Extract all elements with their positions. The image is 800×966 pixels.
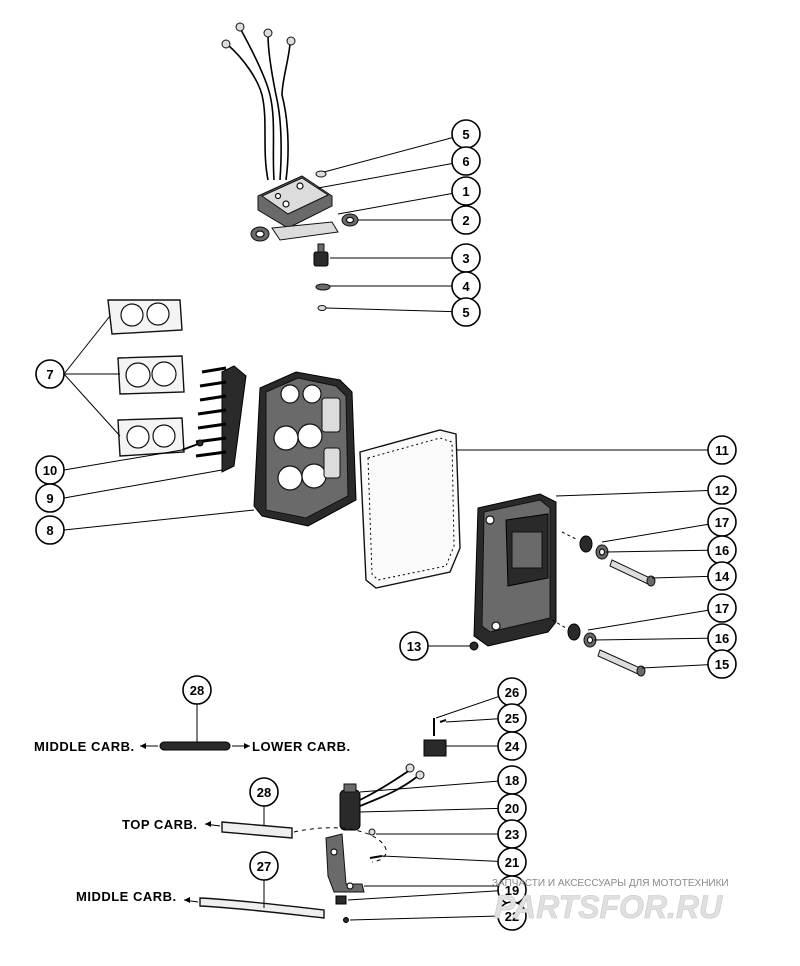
svg-text:9: 9 — [46, 491, 53, 506]
callout-18: 18 — [497, 765, 527, 795]
callout-19: 19 — [497, 875, 527, 905]
callout-4: 4 — [451, 271, 481, 301]
mount-bracket — [250, 170, 359, 311]
callout-1: 1 — [451, 176, 481, 206]
upper-bolt-set — [561, 531, 656, 587]
svg-text:24: 24 — [505, 739, 520, 754]
svg-text:26: 26 — [505, 685, 519, 700]
callout-11: 11 — [707, 435, 737, 465]
svg-text:2: 2 — [462, 213, 469, 228]
gasket-top — [107, 299, 183, 335]
callout-8: 8 — [35, 515, 65, 545]
callout-24: 24 — [497, 731, 527, 761]
svg-text:7: 7 — [46, 367, 53, 382]
svg-text:16: 16 — [715, 543, 729, 558]
callout-5: 5 — [451, 297, 481, 327]
wire-harness — [221, 22, 296, 181]
svg-text:8: 8 — [46, 523, 53, 538]
svg-text:11: 11 — [715, 443, 729, 458]
watermark-tagline: ЗАПЧАСТИ И АКСЕССУАРЫ ДЛЯ МОТОТЕХНИКИ — [492, 878, 729, 889]
svg-text:17: 17 — [715, 515, 729, 530]
reed-plate — [253, 371, 357, 527]
callout-23: 23 — [497, 819, 527, 849]
svg-text:1: 1 — [462, 184, 469, 199]
label-lower-carb: LOWER CARB. — [252, 739, 351, 754]
callout-13: 13 — [399, 631, 429, 661]
hose-middle-lower — [140, 741, 250, 751]
callout-16: 16 — [707, 535, 737, 565]
svg-text:28: 28 — [257, 785, 271, 800]
callout-9: 9 — [35, 483, 65, 513]
callout-2: 2 — [451, 205, 481, 235]
callout-17: 17 — [707, 507, 737, 537]
label-top-carb: TOP CARB. — [122, 817, 198, 832]
callout-16: 16 — [707, 623, 737, 653]
gasket-set — [107, 299, 185, 457]
svg-text:25: 25 — [505, 711, 519, 726]
callout-5: 5 — [451, 119, 481, 149]
callout-15: 15 — [707, 649, 737, 679]
callout-17: 17 — [707, 593, 737, 623]
label-middle-carb-upper: MIDDLE CARB. — [34, 739, 135, 754]
callout-28: 28 — [182, 675, 212, 705]
svg-text:22: 22 — [505, 909, 519, 924]
hose-labels: MIDDLE CARB. LOWER CARB. TOP CARB. MIDDL… — [34, 739, 351, 904]
svg-text:14: 14 — [715, 569, 730, 584]
callout-10: 10 — [35, 455, 65, 485]
svg-text:6: 6 — [462, 154, 469, 169]
svg-text:23: 23 — [505, 827, 519, 842]
cover — [473, 493, 557, 647]
terminal-block — [257, 175, 333, 229]
leader-lines — [63, 133, 723, 921]
svg-text:13: 13 — [407, 639, 421, 654]
label-middle-carb-lower: MIDDLE CARB. — [76, 889, 177, 904]
callout-20: 20 — [497, 793, 527, 823]
svg-text:28: 28 — [190, 683, 204, 698]
callout-21: 21 — [497, 847, 527, 877]
callout-3: 3 — [451, 243, 481, 273]
hose-top — [204, 821, 387, 863]
svg-text:19: 19 — [505, 883, 519, 898]
svg-text:27: 27 — [257, 859, 271, 874]
svg-text:5: 5 — [462, 127, 469, 142]
callout-14: 14 — [707, 561, 737, 591]
callouts: 5 6 1 2 3 4 5 7 10 9 8 11 12 17 16 14 17… — [35, 119, 737, 931]
svg-text:16: 16 — [715, 631, 729, 646]
callout-27: 27 — [249, 851, 279, 881]
svg-text:12: 12 — [715, 483, 729, 498]
watermark: ЗАПЧАСТИ И АКСЕССУАРЫ ДЛЯ МОТОТЕХНИКИ PA… — [492, 878, 729, 925]
cover-gasket — [359, 429, 461, 589]
stud-row — [195, 365, 247, 473]
callout-22: 22 — [497, 901, 527, 931]
callout-12: 12 — [707, 475, 737, 505]
gasket-middle — [117, 355, 185, 395]
callout-6: 6 — [451, 146, 481, 176]
svg-text:18: 18 — [505, 773, 519, 788]
lower-bolt-set — [551, 619, 646, 677]
callout-7: 7 — [35, 359, 65, 389]
svg-text:5: 5 — [462, 305, 469, 320]
svg-text:21: 21 — [505, 855, 519, 870]
svg-text:15: 15 — [715, 657, 729, 672]
svg-text:17: 17 — [715, 601, 729, 616]
screw-10 — [181, 439, 204, 451]
svg-text:4: 4 — [462, 279, 470, 294]
svg-text:3: 3 — [462, 251, 469, 266]
watermark-brand: PARTSFOR.RU — [494, 889, 723, 925]
solenoid-assembly — [325, 718, 447, 923]
callout-26: 26 — [497, 677, 527, 707]
svg-text:10: 10 — [43, 463, 57, 478]
hose-middle — [183, 897, 325, 919]
screw-13 — [469, 641, 479, 651]
callout-28: 28 — [249, 777, 279, 807]
callout-25: 25 — [497, 703, 527, 733]
svg-text:20: 20 — [505, 801, 519, 816]
gasket-bottom — [117, 417, 185, 457]
